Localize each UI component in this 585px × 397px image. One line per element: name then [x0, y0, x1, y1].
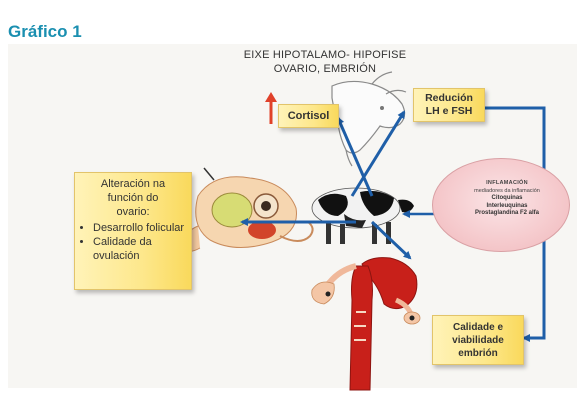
embryo-line-1: Calidade e: [453, 321, 503, 334]
cow-head-illustration: [332, 72, 406, 166]
ovary-function-box: Alteración na función do ovario: Desarro…: [74, 172, 192, 290]
embryo-box: Calidade e viabilidade embrión: [432, 315, 524, 365]
ovary-effect-item: Desarrollo folicular: [93, 221, 191, 235]
lh-line-2: LH e FSH: [426, 105, 473, 118]
embryo-line-2: viabilidade: [452, 334, 504, 347]
cow-illustration: [312, 188, 414, 244]
lh-fsh-box: Redución LH e FSH: [413, 88, 485, 122]
cortisol-label: Cortisol: [288, 110, 330, 122]
inflammation-text: INFLAMACIÓN mediadores da inflamación Ci…: [452, 180, 562, 218]
inflammation-item: Prostaglandina F2 alfa: [452, 210, 562, 218]
ovary-heading-line-3: ovario:: [75, 205, 191, 219]
ovary-illustration: [178, 168, 313, 252]
inflammation-title: INFLAMACIÓN: [452, 180, 562, 188]
ovary-heading-line-2: función do: [75, 191, 191, 205]
increase-arrow-icon: [265, 92, 277, 124]
lh-line-1: Redución: [425, 92, 473, 105]
ovary-effects-list: Desarrollo folicular Calidade da ovulaci…: [75, 221, 191, 263]
ovary-effect-item: Calidade da ovulación: [93, 235, 191, 263]
inflammation-subtitle: mediadores da inflamación: [452, 188, 562, 196]
inflammation-item: Citoquinas: [452, 195, 562, 203]
inflammation-item: Interleuquinas: [452, 203, 562, 211]
uterus-illustration: [312, 258, 420, 390]
ovary-heading: Alteración na función do ovario:: [75, 177, 191, 219]
cortisol-box: Cortisol: [278, 104, 339, 128]
ovary-heading-line-1: Alteración na: [75, 177, 191, 191]
embryo-line-3: embrión: [458, 347, 497, 360]
